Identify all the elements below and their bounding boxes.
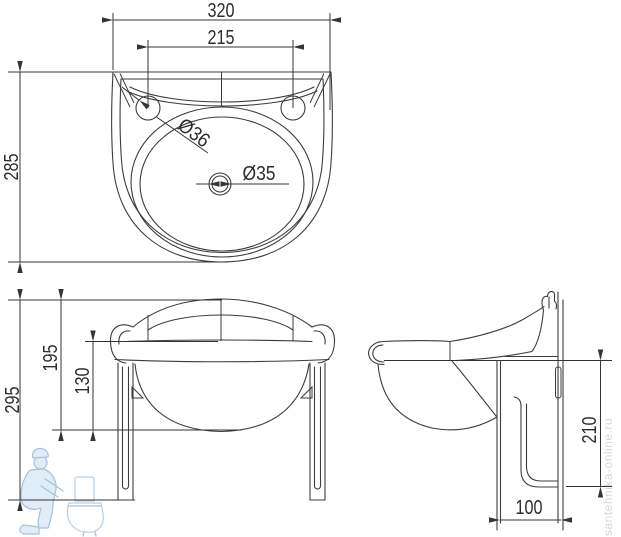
front-view — [109, 298, 336, 501]
top-view — [110, 71, 334, 263]
front-view-dimensions: 295 195 130 — [2, 289, 242, 511]
dia36-leader-tail — [156, 116, 209, 154]
dim-label-side-back-depth: 100 — [516, 497, 543, 519]
front-rim-top-edge — [125, 339, 313, 343]
plumber-cap — [31, 447, 49, 459]
side-view-dimensions: 210 100 — [384, 349, 612, 523]
front-bowl-curve — [134, 363, 310, 433]
drain-hole-inner — [211, 175, 229, 193]
dia36-leader-arrow — [121, 86, 150, 110]
side-deck-mid-line — [454, 309, 545, 362]
side-rim-top — [382, 340, 451, 343]
dim-label-tap-hole-dia: Ø36 — [173, 114, 213, 152]
side-wall-lines — [557, 291, 564, 531]
basin-inner-oval — [139, 116, 305, 252]
dim-label-front-upper-height: 195 — [40, 345, 62, 372]
top-view-dimensions: 320 215 285 Ø36 Ø35 — [1, 0, 341, 273]
dim-215-extension-lines — [147, 40, 294, 108]
dim-label-drain-dia: Ø35 — [243, 163, 276, 185]
dim-label-tap-hole-spacing: 215 — [208, 27, 235, 49]
front-mid-reference-lines — [52, 341, 242, 431]
basin-rim-oval — [130, 106, 314, 258]
toilet-tank — [74, 476, 95, 502]
dim-285-extension-lines — [8, 71, 228, 263]
toilet-seat-line — [68, 505, 102, 537]
side-deck-rise — [449, 305, 545, 343]
side-drain-trap — [513, 396, 559, 488]
front-rim-underside — [114, 358, 330, 363]
plumber-body — [20, 468, 57, 529]
front-rim-right-cap — [311, 324, 336, 364]
side-bowl-inner-curve — [451, 360, 497, 417]
dim-label-front-total-height: 295 — [2, 387, 24, 414]
front-backsplash-arc — [132, 298, 313, 328]
side-rim-nose — [368, 340, 385, 366]
top-view-inner-outline — [119, 78, 325, 254]
dim-label-top-width: 320 — [208, 0, 235, 22]
toilet-bowl — [66, 502, 104, 533]
dim-label-front-bowl-depth: 130 — [72, 368, 94, 395]
dim-label-top-depth: 285 — [1, 154, 23, 181]
dim-label-side-mount-height: 210 — [579, 417, 601, 444]
front-splash-ticks — [147, 300, 294, 341]
plumber-mascot-watermark — [19, 447, 104, 537]
side-bowl-curve — [377, 363, 498, 431]
side-view — [368, 290, 564, 531]
front-rim-left-cap — [109, 324, 134, 364]
front-side-lugs — [131, 385, 313, 399]
top-view-corner-folds — [113, 73, 331, 108]
front-left-leg — [117, 362, 134, 501]
side-fixing-bracket — [555, 366, 562, 399]
site-watermark-text: santehnika-online.ru — [601, 418, 615, 536]
front-right-leg — [309, 362, 326, 501]
side-pedestal-front — [496, 360, 502, 531]
plumber-boot — [19, 524, 40, 535]
plumber-arm — [40, 478, 64, 498]
side-splash-blade — [541, 290, 558, 311]
